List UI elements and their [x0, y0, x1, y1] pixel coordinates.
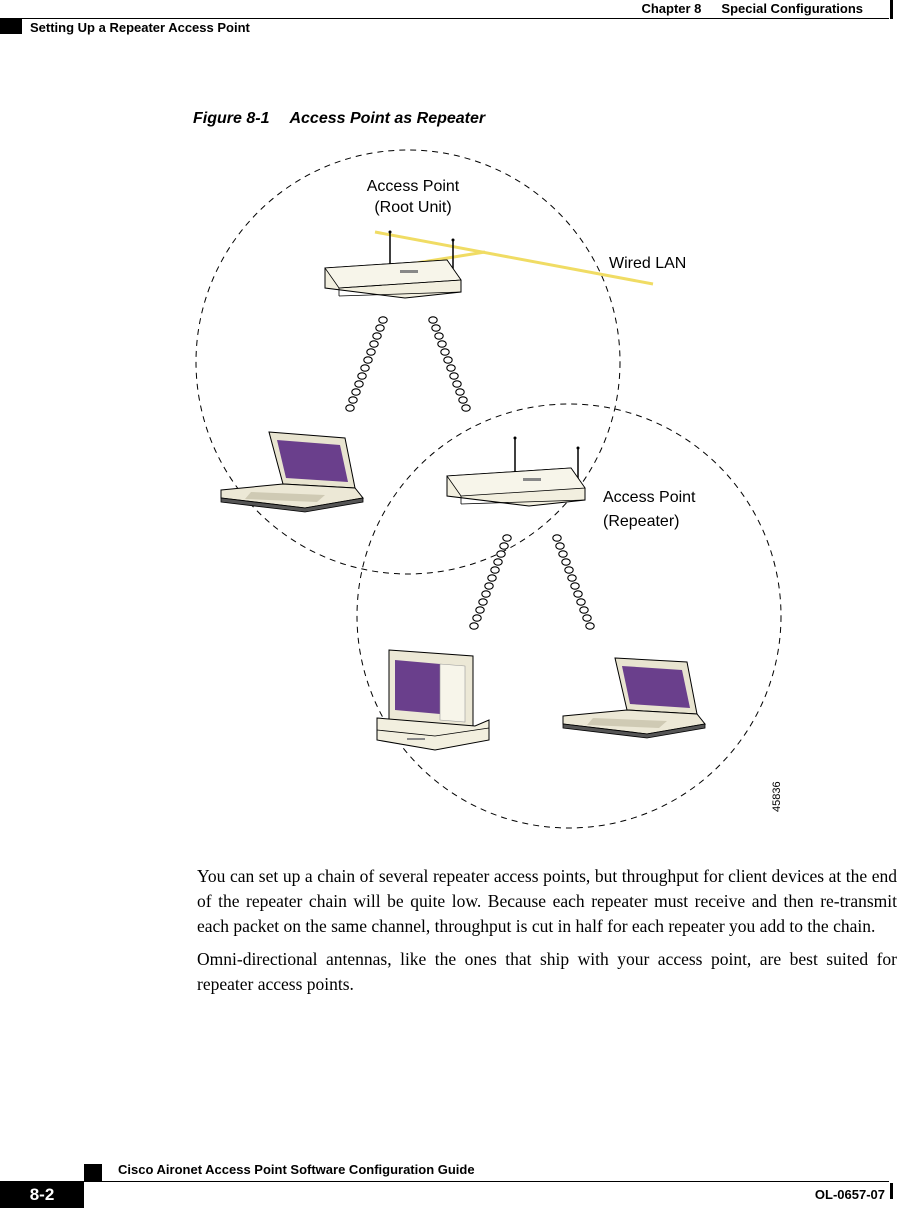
label-wired-lan: Wired LAN — [609, 255, 686, 272]
wireless-link-repeater-left — [469, 534, 512, 630]
chapter-title: Special Configurations — [721, 1, 863, 16]
wireless-link-root-right — [428, 316, 471, 412]
repeater-diagram: Access Point (Root Unit) Wired LAN Acces… — [195, 149, 783, 829]
figure-title: Access Point as Repeater — [289, 110, 486, 127]
label-repeater-line1: Access Point — [603, 489, 696, 506]
figure-caption: Figure 8-1 Access Point as Repeater — [193, 110, 485, 128]
wired-lan-cable — [374, 230, 654, 286]
wireless-link-repeater-right — [552, 534, 595, 630]
footer-tick — [890, 1183, 893, 1199]
header-tick — [890, 0, 893, 19]
repeater-coverage-circle — [356, 403, 782, 829]
footer-doc-number: OL-0657-07 — [814, 1187, 885, 1202]
paragraph: Omni-directional antennas, like the ones… — [197, 949, 897, 994]
header-chapter: Chapter 8 Special Configurations — [641, 1, 863, 16]
header-rule — [22, 18, 889, 19]
footer-rule — [0, 1181, 889, 1182]
figure-number: Figure 8-1 — [193, 110, 270, 127]
footer-tab — [84, 1164, 102, 1182]
chapter-number: Chapter 8 — [641, 1, 702, 16]
root-coverage-circle — [195, 149, 621, 575]
header-section: Setting Up a Repeater Access Point — [30, 20, 250, 35]
laptop-icon — [220, 431, 364, 513]
body-text: You can set up a chain of several repeat… — [197, 864, 897, 1005]
paragraph: You can set up a chain of several repeat… — [197, 866, 897, 936]
label-root-line2: (Root Unit) — [374, 199, 451, 216]
figure-id: 45836 — [771, 781, 783, 812]
repeater-access-point-icon — [446, 436, 586, 507]
header-tab — [0, 18, 22, 34]
label-root-line1: Access Point — [367, 178, 460, 195]
desktop-computer-icon — [376, 649, 490, 751]
footer-page-number: 8-2 — [0, 1181, 84, 1208]
footer-guide-title: Cisco Aironet Access Point Software Conf… — [118, 1162, 475, 1177]
wireless-link-root-left — [345, 316, 388, 412]
root-access-point-icon — [324, 230, 462, 299]
laptop-icon — [562, 657, 706, 739]
label-repeater-line2: (Repeater) — [603, 513, 679, 530]
